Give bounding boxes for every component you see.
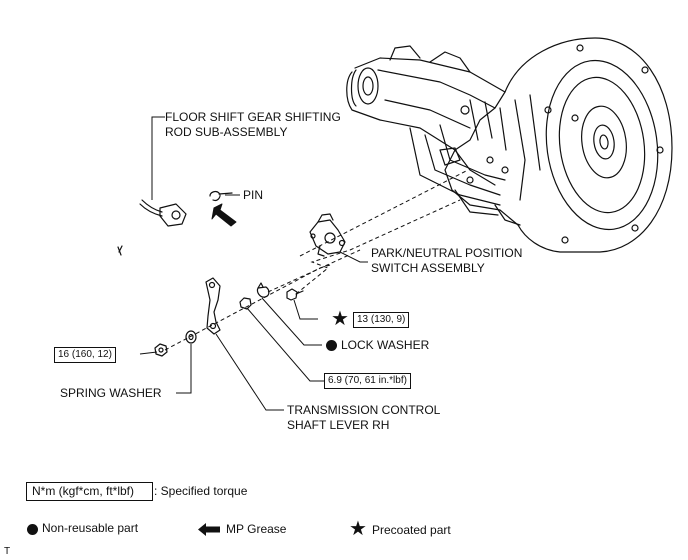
pnp-switch-label-line1: PARK/NEUTRAL POSITION (371, 246, 523, 260)
legend-torque-unit-box: N*m (kgf*cm, ft*lbf) (26, 482, 153, 501)
lever-label-line1: TRANSMISSION CONTROL (287, 403, 441, 417)
floor-shift-rod-end (139, 199, 187, 227)
alignment-lines (164, 169, 469, 351)
bolt-torque-box: 13 (130, 9) (353, 312, 410, 328)
legend-grease-arrow-icon (198, 523, 220, 536)
nut-part (154, 343, 168, 357)
small-clip-part (117, 245, 123, 256)
legend-torque-text: : Specified torque (154, 484, 248, 498)
legend-precoated-text: Precoated part (372, 523, 451, 537)
spring-washer-label: SPRING WASHER (60, 386, 162, 400)
bolt-part (286, 288, 304, 301)
park-neutral-switch-assembly (309, 213, 346, 257)
transmission-control-shaft-lever (205, 277, 221, 335)
legend-precoated-icon: ★ (349, 518, 367, 540)
nut-torque-box: 16 (160, 12) (54, 347, 116, 363)
precoated-marker-icon: ★ (331, 308, 349, 330)
lever-nut-torque-box: 6.9 (70, 61 in.*lbf) (324, 373, 411, 389)
pin-part (209, 190, 233, 201)
pin-label: PIN (243, 188, 264, 202)
floor-rod-label-line1: FLOOR SHIFT GEAR SHIFTING (165, 110, 341, 124)
legend-nonreusable-text: Non-reusable part (42, 521, 139, 535)
corner-mark: T (4, 546, 11, 557)
lever-label-line2: SHAFT LEVER RH (287, 418, 390, 432)
lock-washer-label: LOCK WASHER (341, 338, 430, 352)
lever-nut-part (239, 297, 252, 310)
nonreusable-marker-icon (326, 340, 337, 351)
legend-grease-text: MP Grease (226, 522, 287, 536)
lock-washer-part (256, 282, 270, 298)
pnp-switch-label-line2: SWITCH ASSEMBLY (371, 261, 485, 275)
floor-rod-label-line2: ROD SUB-ASSEMBLY (165, 125, 288, 139)
transmission-assembly (346, 37, 673, 253)
spring-washer-part (185, 330, 197, 344)
leader-lines (139, 116, 368, 411)
legend-nonreusable-icon (27, 524, 38, 535)
grease-arrow-icon (211, 203, 237, 227)
